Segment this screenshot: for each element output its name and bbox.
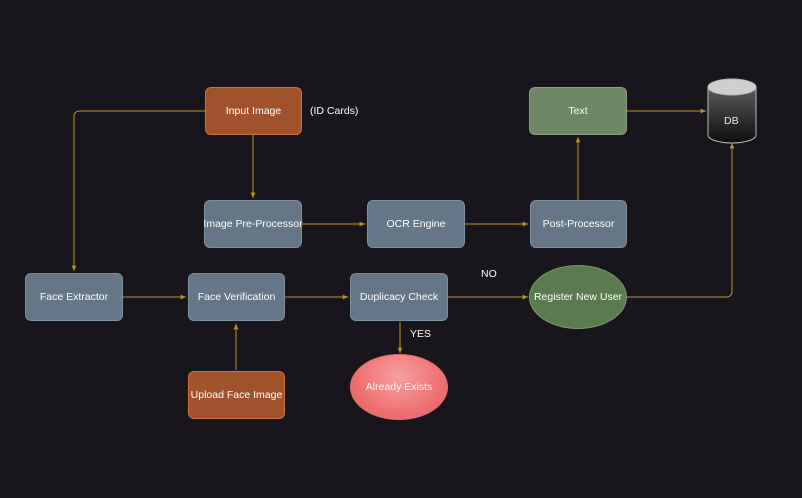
- text-node[interactable]: Text: [529, 87, 627, 135]
- id-cards-note: (ID Cards): [310, 105, 359, 117]
- register-new-user-node[interactable]: Register New User: [529, 265, 627, 329]
- edge-label-no: NO: [481, 268, 497, 280]
- image-pre-processor-node[interactable]: Image Pre-Processor: [203, 200, 303, 248]
- input-image-node[interactable]: Input Image: [205, 87, 302, 135]
- ocr-engine-node[interactable]: OCR Engine: [367, 200, 465, 248]
- edge-label-yes: YES: [410, 328, 432, 340]
- edge-input-to-face-extractor: [71, 110, 205, 271]
- post-processor-node[interactable]: Post-Processor: [530, 200, 627, 248]
- db-label: DB: [724, 115, 739, 127]
- edge-register-to-db: [627, 143, 735, 298]
- face-verification-node[interactable]: Face Verification: [188, 273, 285, 321]
- duplicacy-check-node[interactable]: Duplicacy Check: [350, 273, 448, 321]
- upload-face-image-node[interactable]: Upload Face Image: [188, 371, 285, 419]
- db-cylinder-icon[interactable]: [707, 78, 757, 144]
- already-exists-node[interactable]: Already Exists: [350, 354, 448, 420]
- face-extractor-node[interactable]: Face Extractor: [25, 273, 123, 321]
